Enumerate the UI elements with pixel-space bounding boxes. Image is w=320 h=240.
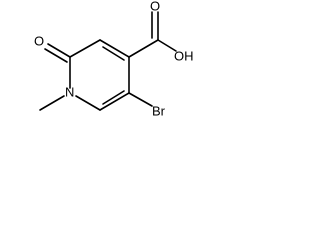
atom-label-carboxyl-oxygen: O [150, 0, 160, 13]
pyridinone-ring [69, 39, 130, 111]
bond-n-methyl [39, 95, 65, 111]
bond-c6-o-second [44, 48, 68, 63]
carboxylic-acid-group [128, 11, 177, 58]
atom-label-ring-oxygen: O [34, 33, 44, 48]
ring-carbonyl [44, 43, 71, 63]
bond-c6-o [47, 43, 71, 58]
bond-c4-c5 [99, 39, 130, 58]
bond-cooh-oh [157, 39, 177, 52]
bond-c2-c3-inner [102, 90, 125, 105]
atom-label-nitrogen: N [65, 84, 74, 99]
bond-c5-c6 [69, 39, 101, 58]
bond-c4-cooh [128, 39, 159, 58]
chemical-structure: O N Br O OH [34, 0, 194, 118]
bond-c3-br [128, 92, 153, 107]
bond-n1-c2 [75, 95, 101, 111]
bond-c2-c3 [99, 92, 130, 111]
bond-c4-c5-inner [102, 46, 125, 61]
atom-label-bromine: Br [152, 103, 166, 118]
atom-label-hydroxyl: OH [174, 48, 194, 63]
